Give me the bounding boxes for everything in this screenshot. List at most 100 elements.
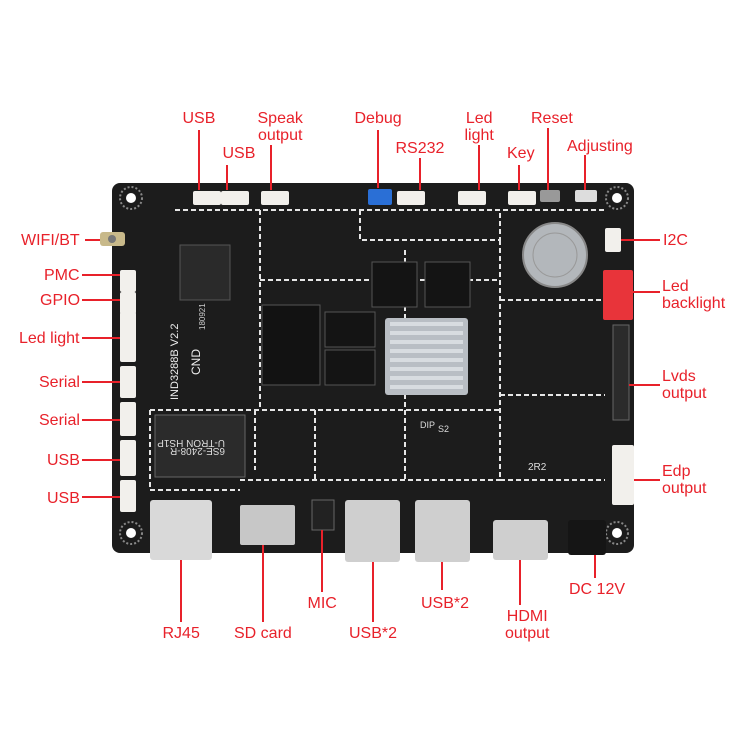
key-label-line: Key [507,145,535,162]
top-connector [508,191,536,205]
usb-top-2-label: USB [223,145,256,162]
memory-chip [261,304,321,386]
silkscreen-line [149,410,240,491]
reset-label-line: Reset [531,110,573,127]
adjusting-button [575,190,597,202]
dc-12v-label-line: DC 12V [569,581,626,598]
ethernet-transformer [154,414,246,478]
chip-text-1: U-TRON HS1P [157,437,225,448]
mounting-hole-center [126,193,136,203]
reset-button [540,190,560,202]
board-brand-text: CND [189,349,203,375]
dc-12v-label: DC 12V [569,581,625,598]
ram-chip-4 [424,261,471,308]
board-date-text: 180921 [198,303,207,330]
heatsink-fin [390,331,463,335]
led-backlight-label-line: Led [662,278,689,295]
usb2-right-label: USB*2 [421,595,469,612]
usb2-left-label: USB*2 [349,625,397,642]
speak-output-label-line: Speak [257,110,303,127]
mounting-hole [605,521,629,545]
i2c-label: I2C [663,232,688,249]
cpu-heatsink [385,318,468,395]
edp-output-label-line: output [662,480,707,497]
gpio-label: GPIO [40,292,80,309]
wifi-module [179,244,231,301]
dip-label: DIP [420,420,435,430]
dip-small-label: S2 [438,424,449,434]
usb-top-1-label-line: USB [182,110,216,127]
coin-battery [522,222,588,288]
top-connector [221,191,249,205]
serial-1-label-line: Serial [39,374,80,391]
left-connector [120,270,136,292]
sd-card-label-line: SD card [234,625,292,642]
heatsink-fin [390,322,463,326]
debug-label-line: Debug [354,110,402,127]
led-light-left-label-line: Led light [19,330,80,347]
rj45-label: RJ45 [163,625,200,642]
mounting-hole-center [612,193,622,203]
speak-output-label-line: output [257,127,303,144]
rj45-port [150,500,212,560]
adjusting-label-line: Adjusting [567,138,633,155]
usb-left-1-label: USB [47,452,80,469]
usb-left-2-label-line: USB [47,490,80,507]
wifi-bt-label-line: WIFI/BT [21,232,80,249]
serial-2-label-line: Serial [39,412,80,429]
ic-label: 2R2 [528,462,547,473]
top-connector [193,191,221,205]
rs232-label-line: RS232 [395,140,445,157]
led-light-left-label: Led light [19,330,80,347]
left-connector [120,366,136,398]
lvds-output-label-line: output [662,385,707,402]
top-connector [458,191,486,205]
heatsink-fin [390,349,463,353]
left-connector [120,440,136,476]
i2c-label-line: I2C [663,232,688,249]
reset-label: Reset [531,110,573,127]
hdmi-port [493,520,548,560]
hdmi-output-label-line: HDMI [506,608,548,625]
led-backlight-label-line: backlight [662,295,726,312]
mounting-hole [119,521,143,545]
dc-jack [568,520,606,555]
led-light-top-label-line: Led [465,110,493,127]
board-model-text: IND3288B V2.2 [169,324,181,400]
ram-chip-3 [371,261,418,308]
lvds-connector [612,324,630,421]
silkscreen-line [359,210,501,241]
top-connector [261,191,289,205]
adjusting-label: Adjusting [567,138,633,155]
i2c-connector [605,228,621,252]
top-connector [397,191,425,205]
chip-text-2: 6SE-2408-R [170,445,225,456]
gpio-label-line: GPIO [40,292,81,309]
mic-jack [311,499,335,531]
edp-output-label-line: Edp [662,463,691,480]
usb-top-1-label: USB [183,110,216,127]
usb-left-2-label: USB [47,490,80,507]
serial-1-label: Serial [39,374,80,391]
led-backlight-connector [603,270,633,320]
left-connector [120,292,136,314]
heatsink-fin [390,376,463,380]
rs232-label: RS232 [396,140,445,157]
mic-label-line: MIC [307,595,337,612]
usb-top-2-label-line: USB [222,145,256,162]
heatsink-fin [390,367,463,371]
callout-lines [82,128,660,622]
usb-port-left [345,500,400,562]
pmc-label-line: PMC [44,267,80,284]
mounting-hole [605,186,629,210]
edp-connector [612,445,634,505]
wifi-antenna-pin [108,235,116,243]
hdmi-output-label-line: output [505,625,550,642]
wifi-bt-label: WIFI/BT [21,232,80,249]
